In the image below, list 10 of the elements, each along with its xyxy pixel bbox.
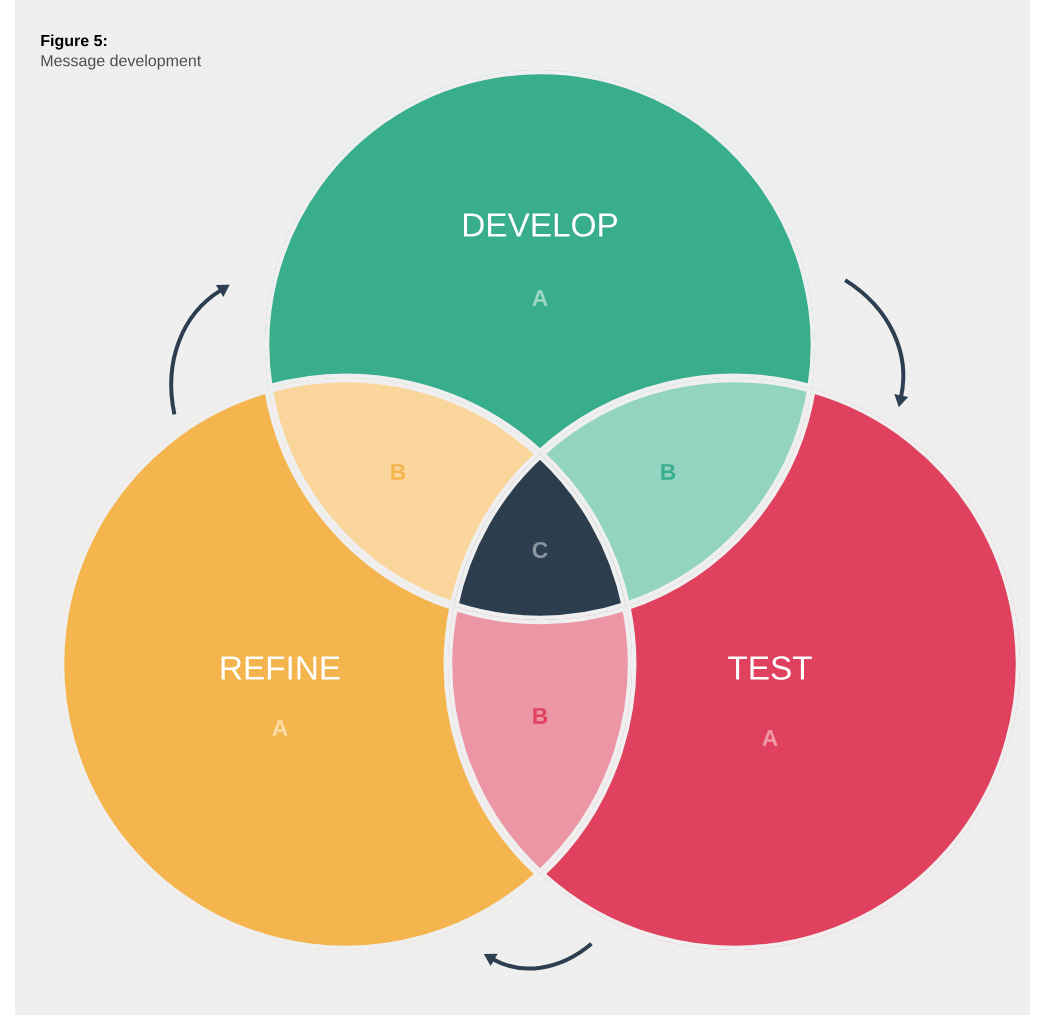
overlap-region: B — [448, 606, 632, 875]
circle-label: A — [532, 290, 548, 306]
circle-title: REFINE — [221, 656, 340, 680]
circle-label: A — [762, 730, 778, 746]
figure-caption: Message development — [41, 54, 202, 70]
figure-title: Figure 5: — [41, 34, 107, 50]
circle-title: DEVELOP — [464, 213, 617, 237]
circle-title: TEST — [728, 656, 812, 680]
circle-label: A — [272, 720, 288, 736]
overlap-region: C — [453, 453, 627, 620]
